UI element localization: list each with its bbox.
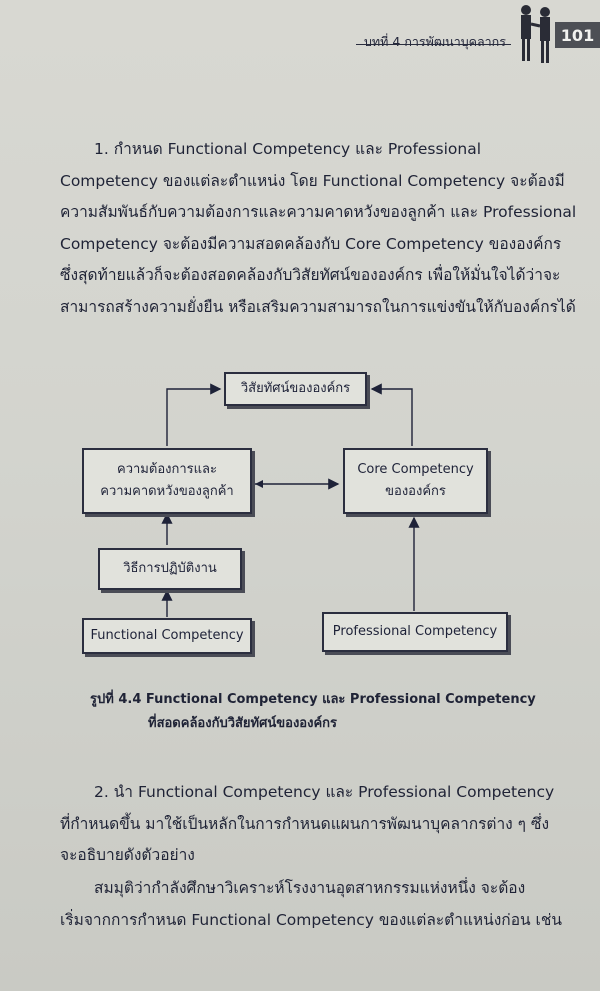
text-line: เริ่มจากการกำหนด Functional Competency ข… xyxy=(60,910,562,929)
text-line: สามารถสร้างความยั่งยืน หรือเสริมความสามา… xyxy=(60,297,576,316)
arrow-core-to-vision xyxy=(370,383,413,446)
core-label-line1: Core Competency xyxy=(357,462,474,477)
text-line: ซึ่งสุดท้ายแล้วก็จะต้องสอดคล้องกับวิสัยท… xyxy=(60,266,561,284)
figure-caption-line1: รูปที่ 4.4 Functional Competency และ Pro… xyxy=(90,692,536,707)
handshake-figures-icon xyxy=(521,5,550,63)
customer-label-line2: ความคาดหวังของลูกค้า xyxy=(100,484,234,499)
paragraph-3: สมมุติว่ากำลังศึกษาวิเคราะห์โรงงานอุตสาห… xyxy=(60,873,562,936)
vision-label: วิสัยทัศน์ขององค์กร xyxy=(240,381,351,396)
text-line: Competency จะต้องมีความสอดคล้องกับ Core … xyxy=(60,234,562,253)
professional-competency-box: Professional Competency xyxy=(322,612,508,652)
text-line: Competency ของแต่ละตำแหน่ง โดย Functiona… xyxy=(60,171,565,190)
vision-box: วิสัยทัศน์ขององค์กร xyxy=(224,372,367,406)
customer-needs-box: ความต้องการและ ความคาดหวังของลูกค้า xyxy=(82,448,252,514)
header-rule xyxy=(356,44,511,45)
core-label-line2: ขององค์กร xyxy=(385,484,446,499)
arrow-customer-to-vision xyxy=(166,383,222,446)
paragraph-1: 1. กำหนด Functional Competency และ Profe… xyxy=(60,134,577,323)
professional-label: Professional Competency xyxy=(332,624,498,639)
page-number: 101 xyxy=(555,22,600,48)
functional-competency-box: Functional Competency xyxy=(82,618,252,654)
text-line: ความสัมพันธ์กับความต้องการและความคาดหวัง… xyxy=(60,203,577,221)
core-competency-box: Core Competency ขององค์กร xyxy=(343,448,488,514)
text-line: สมมุติว่ากำลังศึกษาวิเคราะห์โรงงานอุตสาห… xyxy=(94,879,526,897)
text-line: 2. นำ Functional Competency และ Professi… xyxy=(94,783,555,801)
figure-caption-line2: ที่สอดคล้องกับวิสัยทัศน์ขององค์กร xyxy=(148,716,338,731)
running-head: บทที่ 4 การพัฒนาบุคลากร xyxy=(364,34,506,49)
functional-label: Functional Competency xyxy=(90,628,244,643)
work-method-label: วิธีการปฏิบัติงาน xyxy=(123,561,217,576)
text-line: 1. กำหนด Functional Competency และ Profe… xyxy=(94,140,482,158)
paragraph-2: 2. นำ Functional Competency และ Professi… xyxy=(60,777,560,872)
text-line: จะอธิบายดังตัวอย่าง xyxy=(60,846,195,864)
work-method-box: วิธีการปฏิบัติงาน xyxy=(98,548,242,590)
customer-label-line1: ความต้องการและ xyxy=(117,462,217,477)
text-line: ที่กำหนดขึ้น มาใช้เป็นหลักในการกำหนดแผนก… xyxy=(60,814,550,833)
